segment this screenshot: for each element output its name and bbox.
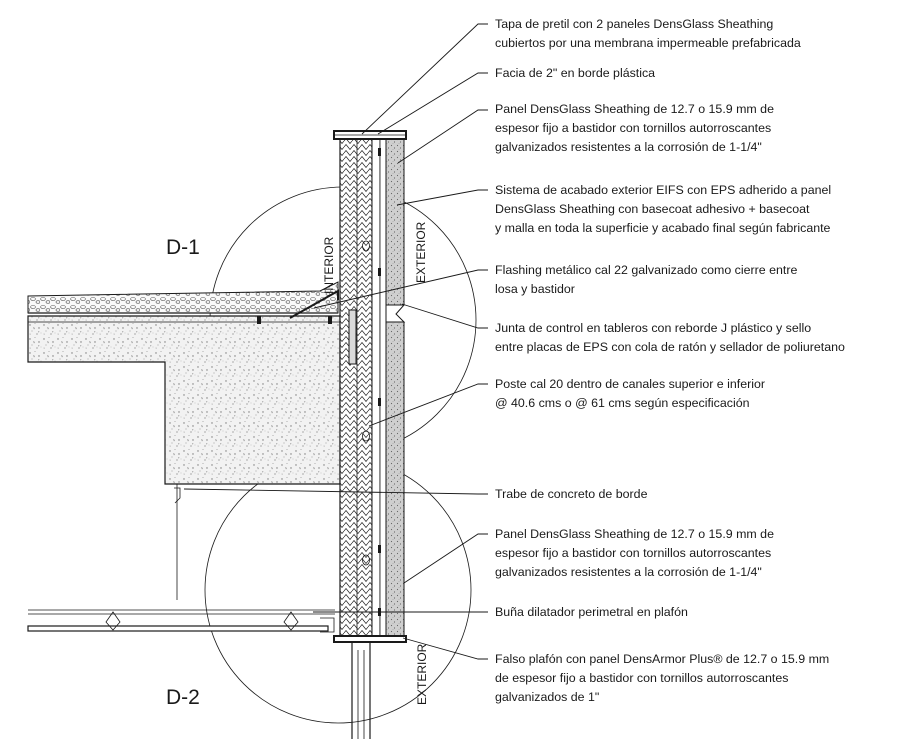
callout-fascia: Facia de 2" en borde plástica [495,66,655,80]
control-joint-notch [385,304,406,323]
callout-edge-beam: Trabe de concreto de borde [495,487,648,501]
sheathing-panel-2 [379,136,387,642]
interior-label: INTERIOR [322,236,336,294]
detail-label-d1: D-1 [166,236,200,259]
stud-cavity [339,136,373,642]
eps-board-upper [385,136,405,306]
leader-lines [183,23,488,660]
eps-board-lower [385,321,405,642]
ceiling-clip-2 [283,611,299,631]
callout-control-joint: Junta de control en tableros con reborde… [495,321,845,354]
callout-parapet-cap: Tapa de pretil con 2 paneles DensGlass S… [495,17,801,50]
detail-circle-d2 [204,456,472,724]
callout-sheathing-bottom: Panel DensGlass Sheathing de 12.7 o 15.9… [495,527,777,579]
detail-label-d2: D-2 [166,686,200,709]
roof-gravel [27,281,339,314]
ceiling-reveal [320,617,335,633]
stud-hole-2 [362,430,370,442]
callout-stud: Poste cal 20 dentro de canales superior … [495,377,768,410]
hanger-hook [174,487,181,504]
callout-flashing: Flashing metálico cal 22 galvanizado com… [495,263,801,296]
j-bead-channel [348,309,357,365]
exterior-label-bottom: EXTERIOR [415,643,429,705]
concrete-slab-and-beam [27,315,341,485]
callout-eifs: Sistema de acabado exterior EIFS con EPS… [495,183,835,235]
exterior-label-top: EXTERIOR [414,221,428,283]
stud-hole-1 [362,240,370,252]
ceiling-panel [27,625,329,632]
flashing [289,289,339,319]
bottom-track [333,635,407,643]
callout-sheathing-top: Panel DensGlass Sheathing de 12.7 o 15.9… [495,102,777,154]
stud-hole-3 [362,554,370,566]
ceiling-clip-1 [105,611,121,631]
callout-ceiling: Falso plafón con panel DensArmor Plus® d… [495,652,833,704]
sheathing-panel [371,136,381,642]
callout-reveal: Buña dilatador perimetral en plafón [495,605,688,619]
